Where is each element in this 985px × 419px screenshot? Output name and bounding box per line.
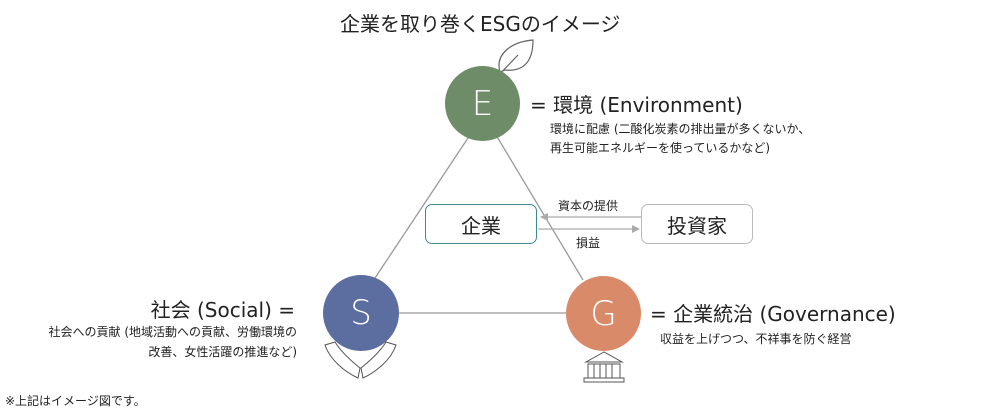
leaf-icon xyxy=(495,39,534,79)
governance-desc: 収益を上げつつ、不祥事を防ぐ経営 xyxy=(660,332,852,346)
environment-desc-1: 環境に配慮 (二酸化炭素の排出量が多くないか、 xyxy=(550,122,811,136)
social-circle: S xyxy=(323,275,399,351)
social-desc-1: 社会への貢献 (地域活動への貢献、労働環境の xyxy=(48,325,298,339)
environment-circle: E xyxy=(445,66,520,141)
footnote: ※上記はイメージ図です。 xyxy=(5,394,146,408)
governance-circle: G xyxy=(566,276,641,351)
social-desc-2: 改善、女性活躍の推進など) xyxy=(148,345,297,359)
page-title: 企業を取り巻くESGのイメージ xyxy=(340,12,621,36)
profit-label: 損益 xyxy=(576,236,601,250)
environment-desc-2: 再生可能エネルギーを使っているかなど) xyxy=(550,141,771,155)
investor-box: 投資家 xyxy=(641,204,753,244)
environment-label: = 環境 (Environment) xyxy=(530,93,743,117)
line-e-g xyxy=(495,134,584,281)
governance-label: = 企業統治 (Governance) xyxy=(650,302,896,326)
capital-label: 資本の提供 xyxy=(558,199,619,213)
bank-icon xyxy=(583,351,625,383)
hands-icon xyxy=(324,341,397,379)
line-e-s xyxy=(374,134,471,279)
social-label: 社会 (Social) = xyxy=(150,298,295,322)
company-box: 企業 xyxy=(425,204,537,244)
